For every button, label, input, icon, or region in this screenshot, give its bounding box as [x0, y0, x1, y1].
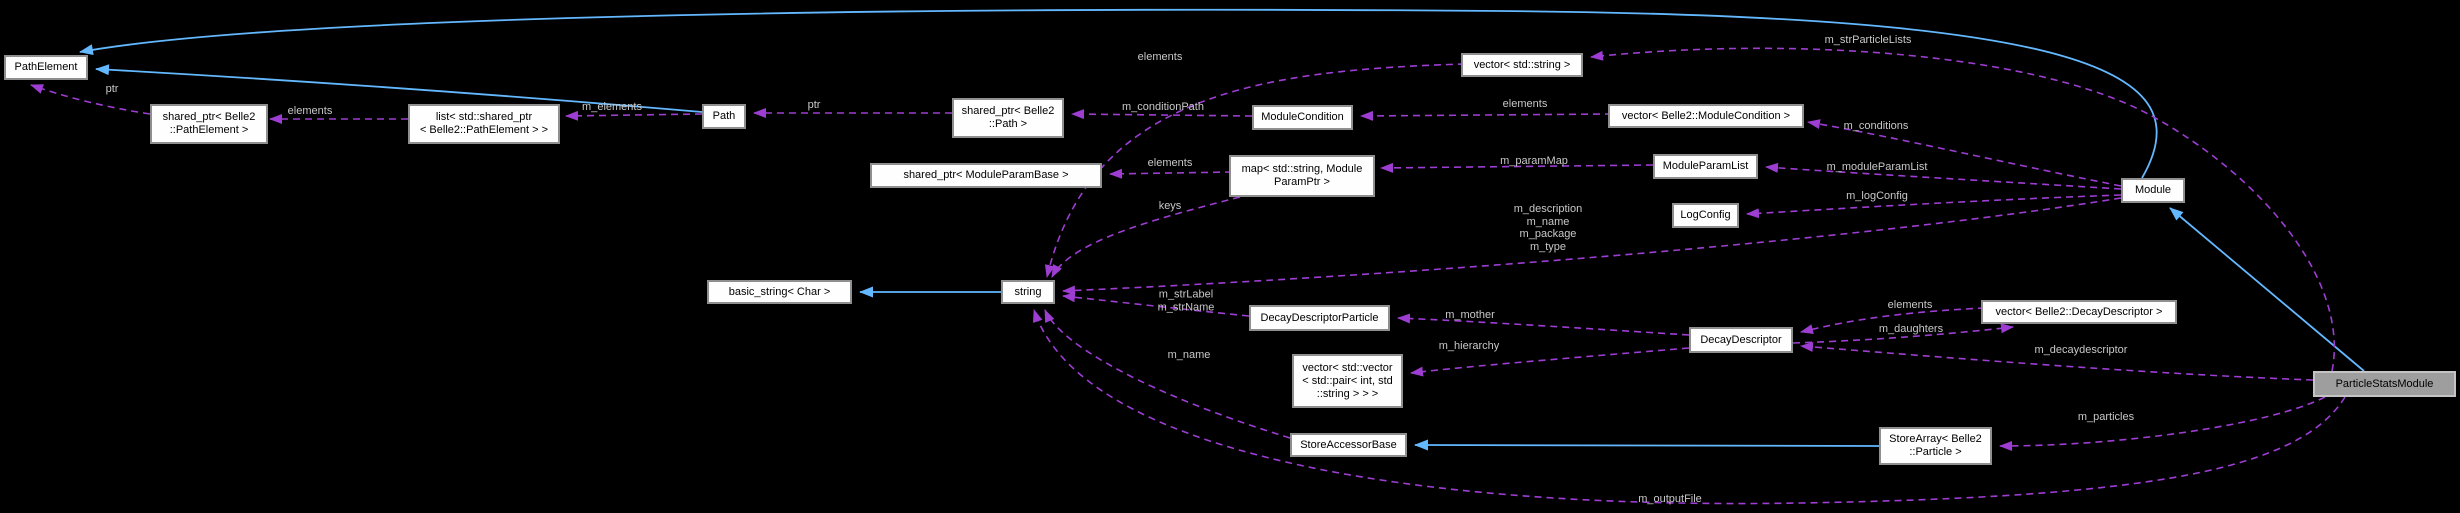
node-sharedptr-pathelement[interactable]: shared_ptr< Belle2 ::PathElement > [150, 104, 268, 144]
edge-m-particles [1999, 396, 2326, 451]
edge-m-mother [1397, 313, 1690, 336]
edge-label-m-name: m_name [1167, 348, 1211, 361]
edge-label-m-decaydescriptor: m_decaydescriptor [2034, 343, 2128, 356]
edge-elements-modulecondition [1360, 110, 1613, 121]
node-decaydescriptor[interactable]: DecayDescriptor [1689, 327, 1793, 353]
edge-label-m-mother: m_mother [1445, 308, 1495, 321]
node-storearray-particle[interactable]: StoreArray< Belle2 ::Particle > [1879, 427, 1992, 465]
node-path[interactable]: Path [702, 104, 746, 129]
node-module[interactable]: Module [2121, 178, 2185, 203]
node-storeaccessorbase[interactable]: StoreAccessorBase [1290, 433, 1407, 457]
node-vector-decaydescriptor[interactable]: vector< Belle2::DecayDescriptor > [1981, 300, 2177, 324]
edge-ptr-pathelement [30, 84, 151, 115]
edge-label-m-daughters: m_daughters [1878, 322, 1944, 335]
node-moduleparamlist[interactable]: ModuleParamList [1653, 154, 1758, 179]
edge-label-ptr-path: ptr [807, 98, 821, 111]
edge-m-daughters [1792, 323, 2014, 344]
edge-m-parammap [1380, 162, 1654, 173]
edge-m-logconfig [1746, 194, 2122, 219]
node-string[interactable]: string [1001, 280, 1055, 304]
node-vector-string[interactable]: vector< std::string > [1461, 53, 1583, 77]
edge-label-ddp-string-members: m_strLabel m_strName [1157, 288, 1215, 314]
edge-inherit-particlestatsmodule-module [2169, 207, 2365, 372]
edge-inherit-storearray-storeaccessorbase [1414, 439, 1880, 451]
edge-m-name [1044, 309, 1291, 439]
node-basicstring[interactable]: basic_string< Char > [707, 280, 852, 304]
edge-label-m-outputfile: m_outputFile [1638, 492, 1702, 505]
edge-keys [1051, 196, 1241, 278]
edge-m-decaydescriptor [1800, 341, 2314, 381]
node-pathelement[interactable]: PathElement [4, 55, 88, 80]
node-list-sharedptr-pathelement[interactable]: list< std::shared_ptr < Belle2::PathElem… [408, 104, 560, 144]
edge-elements-decaydescriptor [1800, 307, 1986, 335]
edge-label-elements-list: elements [287, 104, 333, 117]
node-sharedptr-moduleparambase[interactable]: shared_ptr< ModuleParamBase > [870, 163, 1102, 188]
edge-label-elements-decaydescriptor: elements [1887, 298, 1933, 311]
edge-label-m-conditions: m_conditions [1843, 119, 1909, 132]
node-vector-vector-pair[interactable]: vector< std::vector < std::pair< int, st… [1292, 354, 1403, 408]
edge-inherit-module-pathelement [79, 8, 2158, 179]
node-logconfig[interactable]: LogConfig [1672, 203, 1739, 228]
edge-m-outputfile [1033, 309, 2346, 505]
edge-label-m-logconfig: m_logConfig [1846, 189, 1908, 202]
edge-label-m-elements: m_elements [582, 100, 642, 113]
node-sharedptr-path[interactable]: shared_ptr< Belle2 ::Path > [952, 98, 1064, 138]
edge-label-elements-vectorstring: elements [1137, 50, 1183, 63]
edge-m-moduleparamlist [1765, 162, 2122, 190]
edge-label-m-strparticlelists: m_strParticleLists [1824, 33, 1912, 46]
node-map-moduleparamptr[interactable]: map< std::string, Module ParamPtr > [1229, 155, 1375, 197]
edge-module-string-members [1062, 197, 2122, 296]
edge-m-conditions [1807, 119, 2122, 187]
node-modulecondition[interactable]: ModuleCondition [1252, 105, 1353, 130]
edge-label-elements-modulecondition: elements [1502, 97, 1548, 110]
edge-m-conditionpath [1071, 109, 1253, 120]
edge-label-m-particles: m_particles [2077, 410, 2135, 423]
edge-label-m-moduleparamlist: m_moduleParamList [1826, 160, 1928, 173]
edge-inherit-path-pathelement [95, 64, 703, 113]
node-particlestatsmodule: ParticleStatsModule [2313, 371, 2456, 397]
node-vector-modulecondition[interactable]: vector< Belle2::ModuleCondition > [1608, 104, 1804, 128]
edge-m-hierarchy [1410, 347, 1690, 377]
edge-label-module-string-members: m_description m_name m_package m_type [1513, 203, 1583, 253]
edge-label-m-parammap: m_paramMap [1500, 154, 1568, 167]
edge-label-m-conditionpath: m_conditionPath [1122, 100, 1204, 113]
edge-m-elements [565, 110, 703, 121]
node-decaydescriptorparticle[interactable]: DecayDescriptorParticle [1249, 305, 1390, 331]
edge-m-strparticlelists [1590, 47, 2335, 372]
edge-label-keys: keys [1158, 199, 1182, 212]
edge-elements-parambase [1109, 168, 1233, 179]
edge-label-m-hierarchy: m_hierarchy [1438, 339, 1500, 352]
edge-ddp-string-members [1062, 292, 1250, 317]
edge-label-elements-parambase: elements [1147, 156, 1193, 169]
edge-label-ptr-pathelement: ptr [105, 82, 119, 95]
